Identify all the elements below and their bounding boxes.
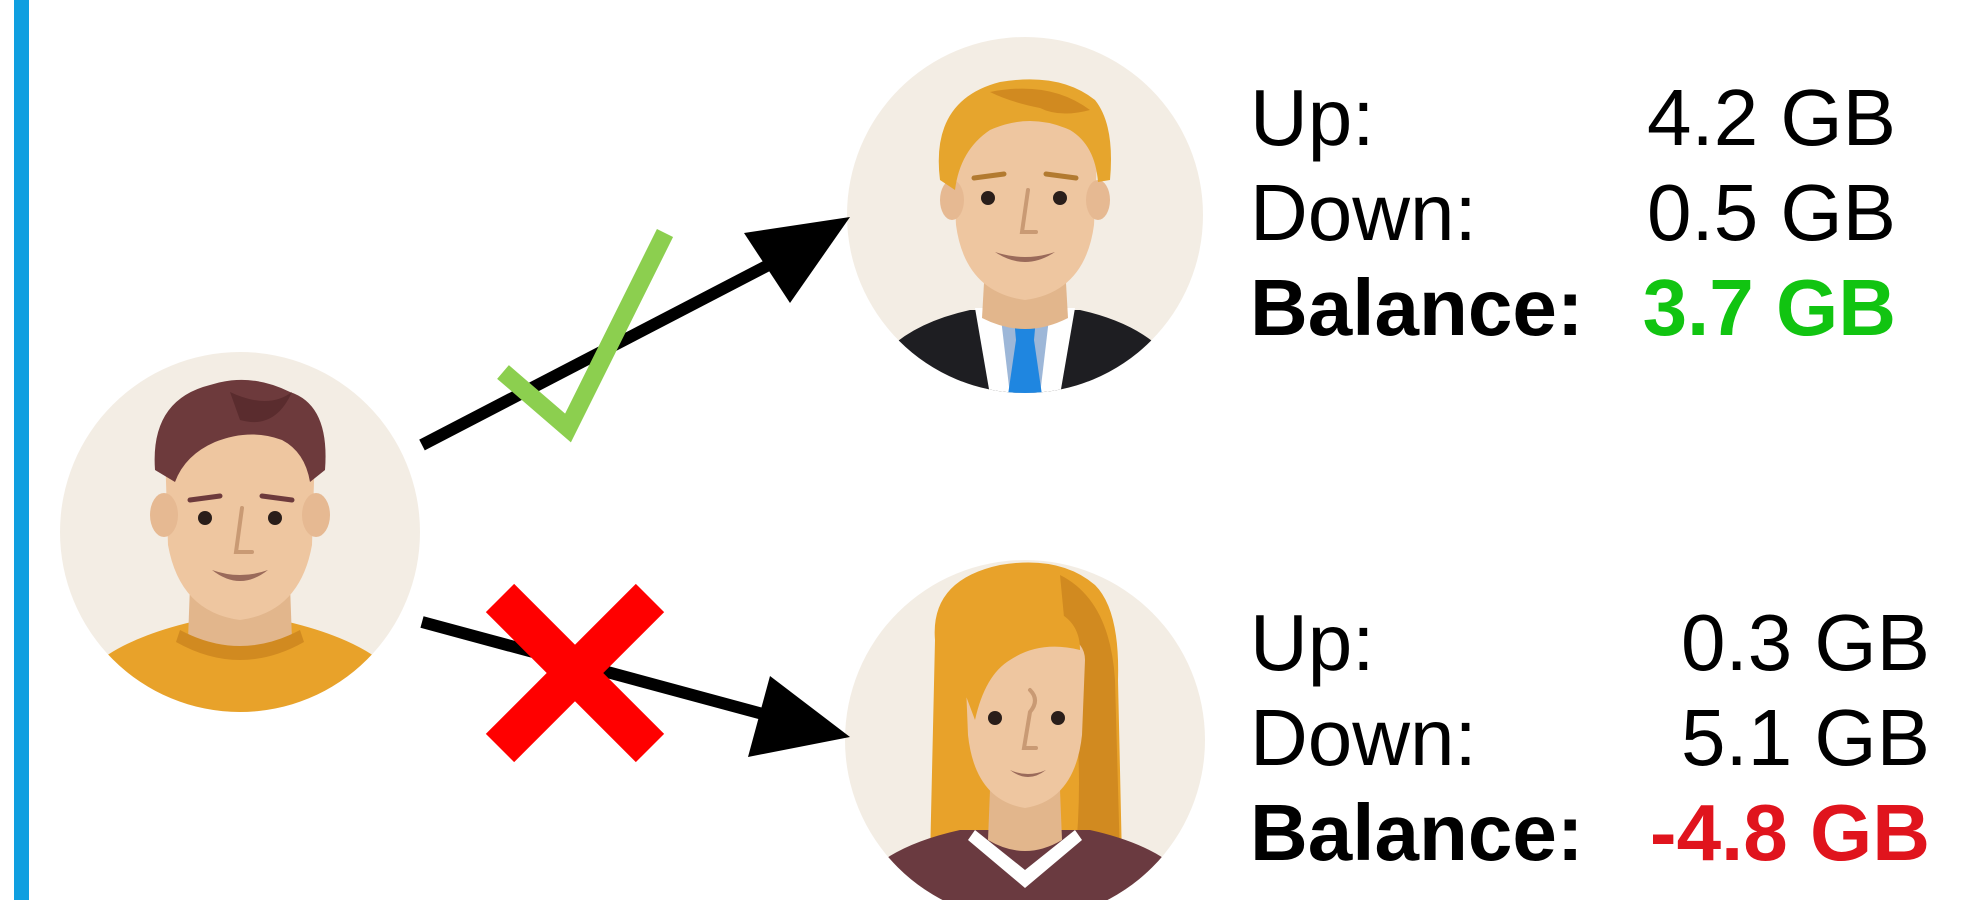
upload-value: 0.3 GB	[1680, 598, 1930, 687]
arrow-to-peer-top	[419, 217, 850, 451]
check-mark-icon	[497, 228, 674, 443]
sender-avatar-icon	[60, 352, 420, 712]
peer-top-avatar-icon	[847, 37, 1203, 393]
peer-bottom-stats: Up: 0.3 GB Down: 5.1 GB Balance: -4.8 GB	[1250, 595, 1930, 880]
balance-row: Balance: -4.8 GB	[1250, 785, 1930, 880]
peer-bottom-avatar-icon	[845, 560, 1205, 900]
download-value: 0.5 GB	[1646, 168, 1896, 257]
download-label: Down:	[1250, 168, 1477, 257]
download-value: 5.1 GB	[1680, 693, 1930, 782]
download-row: Down: 5.1 GB	[1250, 690, 1930, 785]
download-label: Down:	[1250, 693, 1477, 782]
upload-label: Up:	[1250, 598, 1375, 687]
accent-side-bar	[14, 0, 29, 900]
balance-value-positive: 3.7 GB	[1642, 263, 1896, 352]
peer-top-stats: Up: 4.2 GB Down: 0.5 GB Balance: 3.7 GB	[1250, 70, 1910, 355]
upload-row: Up: 4.2 GB	[1250, 70, 1910, 165]
download-row: Down: 0.5 GB	[1250, 165, 1910, 260]
upload-row: Up: 0.3 GB	[1250, 595, 1930, 690]
cross-mark-icon	[485, 583, 665, 763]
balance-label: Balance:	[1250, 263, 1584, 352]
balance-label: Balance:	[1250, 788, 1584, 877]
upload-label: Up:	[1250, 73, 1375, 162]
balance-value-negative: -4.8 GB	[1649, 788, 1930, 877]
upload-value: 4.2 GB	[1646, 73, 1896, 162]
balance-row: Balance: 3.7 GB	[1250, 260, 1910, 355]
